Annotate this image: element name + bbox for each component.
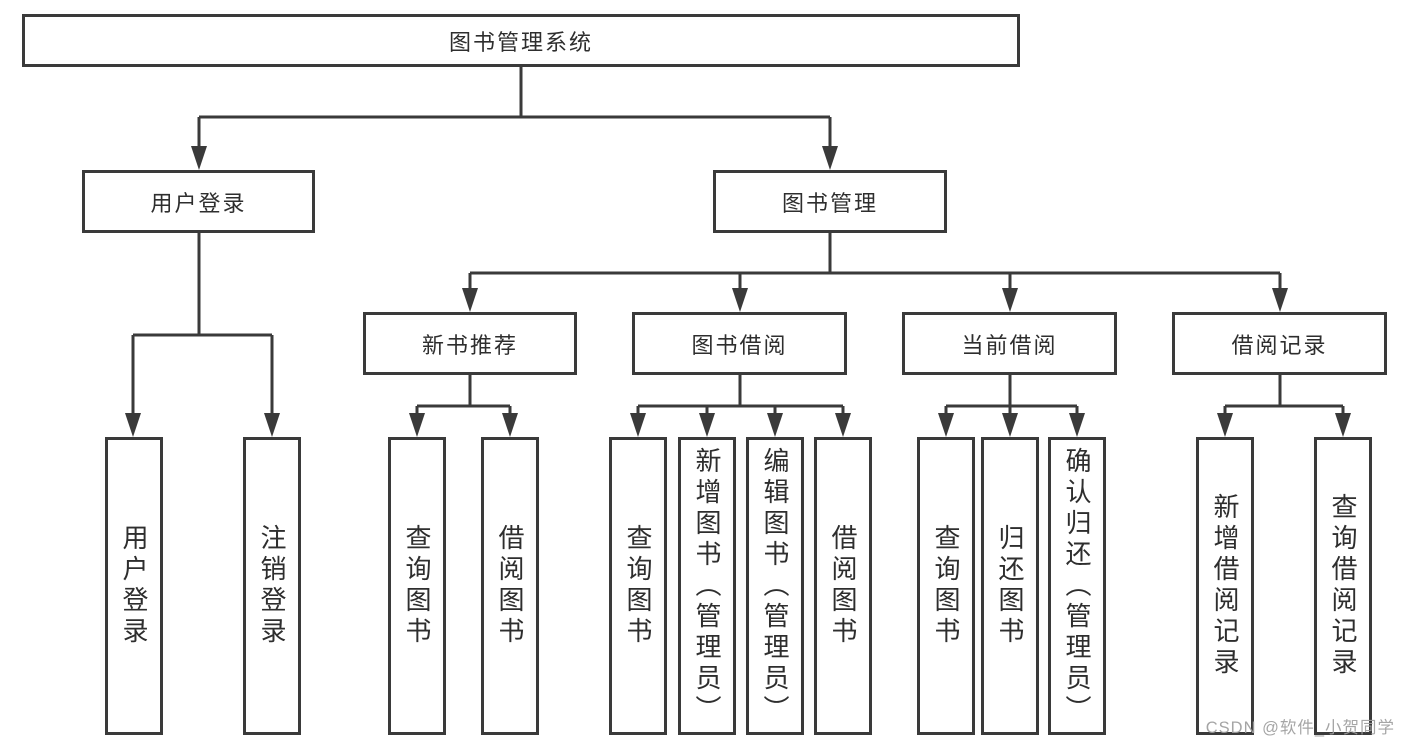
- leaf-label: 借阅图书: [828, 524, 858, 648]
- leaf-query-books-borrow: 查询图书: [609, 437, 667, 735]
- node-label: 图书借阅: [691, 332, 788, 358]
- leaf-label: 借阅图书: [495, 524, 525, 648]
- leaf-label: 新增图书（管理员）: [692, 446, 722, 726]
- node-new-book-recommend: 新书推荐: [363, 312, 577, 375]
- leaf-query-borrow-record: 查询借阅记录: [1314, 437, 1372, 735]
- leaf-borrow-books-recommend: 借阅图书: [481, 437, 539, 735]
- leaf-add-borrow-record: 新增借阅记录: [1196, 437, 1254, 735]
- leaf-label: 注销登录: [257, 524, 287, 648]
- leaf-confirm-return-admin: 确认归还（管理员）: [1048, 437, 1106, 735]
- node-label: 用户登录: [150, 190, 247, 216]
- leaf-query-books-current: 查询图书: [917, 437, 975, 735]
- leaf-label: 确认归还（管理员）: [1062, 446, 1092, 726]
- node-current-borrowing: 当前借阅: [902, 312, 1117, 375]
- node-label: 图书管理: [781, 190, 878, 216]
- leaf-user-login: 用户登录: [105, 437, 163, 735]
- node-user-login: 用户登录: [82, 170, 315, 233]
- node-label: 借阅记录: [1231, 332, 1328, 358]
- node-label: 当前借阅: [961, 332, 1058, 358]
- leaf-return-books: 归还图书: [981, 437, 1039, 735]
- leaf-label: 查询图书: [402, 524, 432, 648]
- node-library-management-system: 图书管理系统: [22, 14, 1020, 67]
- leaf-query-books-recommend: 查询图书: [388, 437, 446, 735]
- leaf-borrow-books: 借阅图书: [814, 437, 872, 735]
- leaf-label: 查询借阅记录: [1328, 493, 1358, 679]
- node-label: 新书推荐: [421, 332, 518, 358]
- node-book-management: 图书管理: [713, 170, 947, 233]
- leaf-label: 查询图书: [931, 524, 961, 648]
- leaf-label: 用户登录: [119, 524, 149, 648]
- leaf-logout: 注销登录: [243, 437, 301, 735]
- node-book-borrowing: 图书借阅: [632, 312, 847, 375]
- leaf-label: 新增借阅记录: [1210, 493, 1240, 679]
- watermark: CSDN @软件_小贺同学: [1205, 719, 1395, 737]
- node-borrowing-records: 借阅记录: [1172, 312, 1387, 375]
- node-label: 图书管理系统: [448, 29, 593, 55]
- leaf-edit-books-admin: 编辑图书（管理员）: [746, 437, 804, 735]
- leaf-label: 归还图书: [995, 524, 1025, 648]
- leaf-label: 编辑图书（管理员）: [760, 446, 790, 726]
- leaf-label: 查询图书: [623, 524, 653, 648]
- leaf-add-books-admin: 新增图书（管理员）: [678, 437, 736, 735]
